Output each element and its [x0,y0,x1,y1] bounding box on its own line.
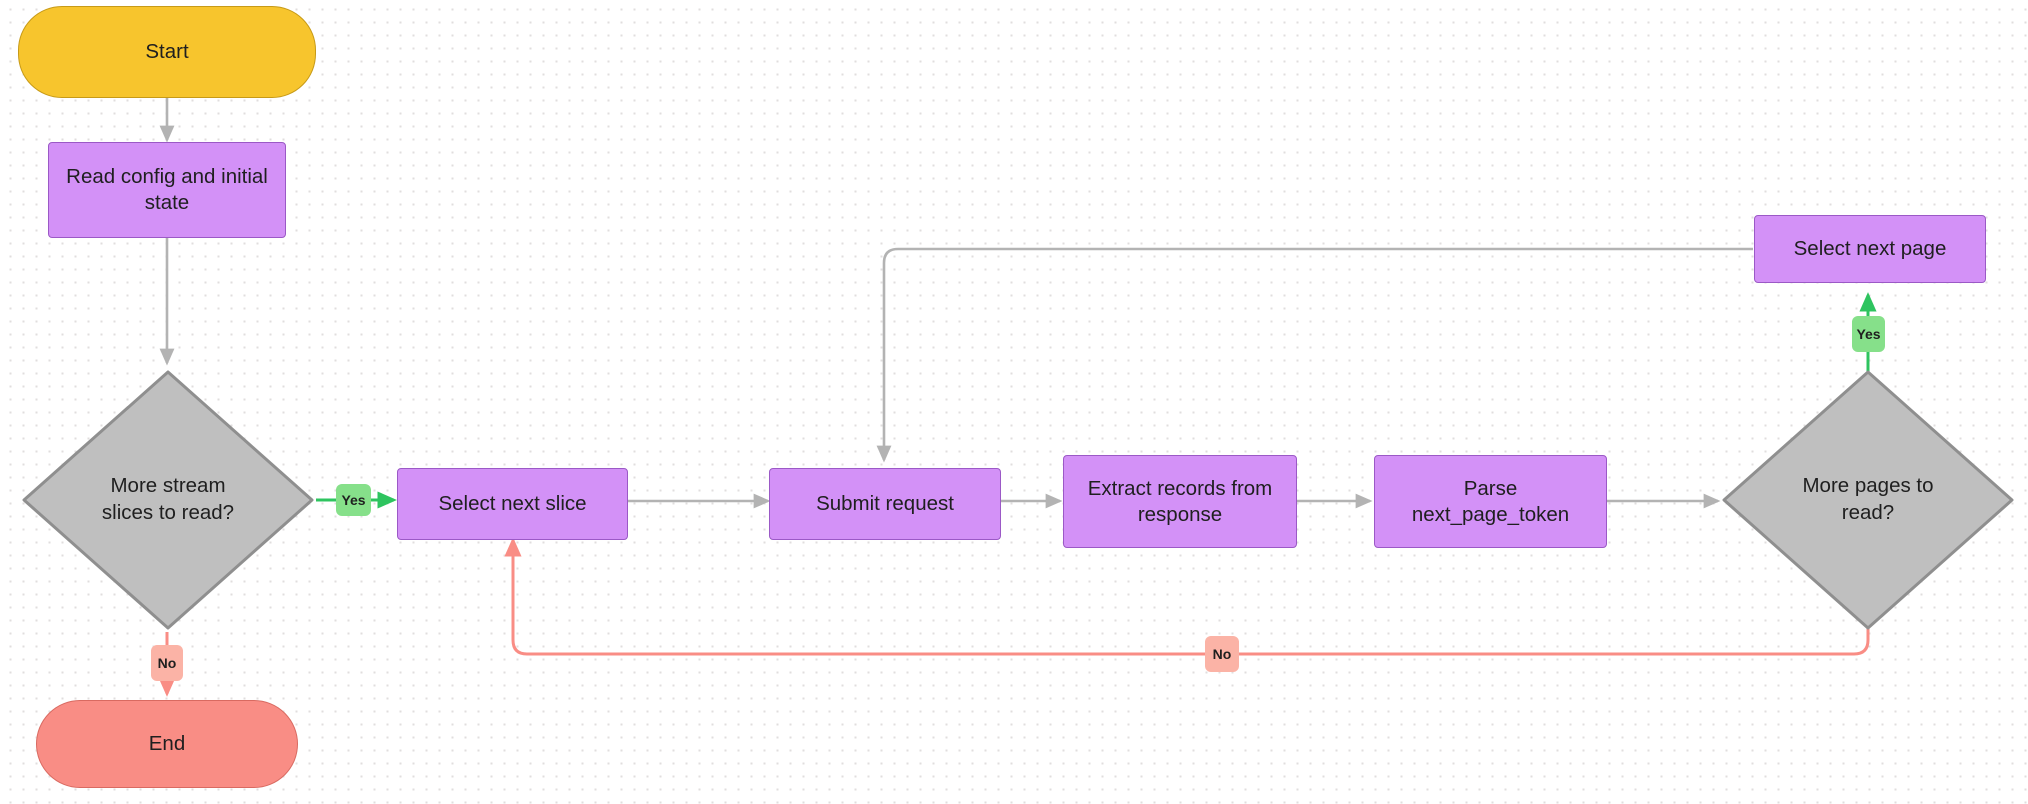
node-extract-records[interactable]: Extract records from response [1063,455,1297,548]
node-submit-request[interactable]: Submit request [769,468,1001,540]
node-more-pages-label: More pages to read? [1802,474,1934,524]
edge-label-pages-yes: Yes [1852,316,1885,352]
node-start-label: Start [145,40,189,64]
node-more-pages[interactable]: More pages to read? [1720,368,2016,632]
edge-label-slices-yes-text: Yes [341,492,366,508]
node-more-stream-slices-label: More stream slices to read? [101,474,235,524]
node-extract-records-label: Extract records from response [1087,476,1273,526]
node-more-stream-slices[interactable]: More stream slices to read? [20,368,316,632]
node-select-next-page[interactable]: Select next page [1754,215,1986,283]
node-select-next-slice[interactable]: Select next slice [397,468,628,540]
diamond-shape-more-pages [1722,370,2014,630]
node-start[interactable]: Start [18,6,316,98]
edge-label-slices-no-text: No [157,655,177,671]
node-read-config-label: Read config and initial state [66,165,268,214]
edge-label-pages-no-text: No [1212,646,1232,662]
node-end-label: End [148,732,186,756]
edge-label-pages-yes-text: Yes [1856,326,1881,342]
node-select-next-page-label: Select next page [1793,237,1947,261]
edge-select-page-to-submit [876,247,1753,463]
diamond-shape-more-slices [22,370,314,630]
edge-label-pages-no: No [1205,636,1239,672]
node-select-next-slice-label: Select next slice [438,492,587,516]
edge-more-pages-no [504,537,1870,656]
node-submit-request-label: Submit request [816,492,954,516]
node-parse-next-page-token[interactable]: Parse next_page_token [1374,455,1607,548]
edge-label-slices-no: No [151,645,183,681]
node-end[interactable]: End [36,700,298,788]
edge-label-slices-yes: Yes [336,484,371,516]
node-read-config[interactable]: Read config and initial state [48,142,286,238]
node-parse-next-page-token-label: Parse next_page_token [1411,476,1570,526]
